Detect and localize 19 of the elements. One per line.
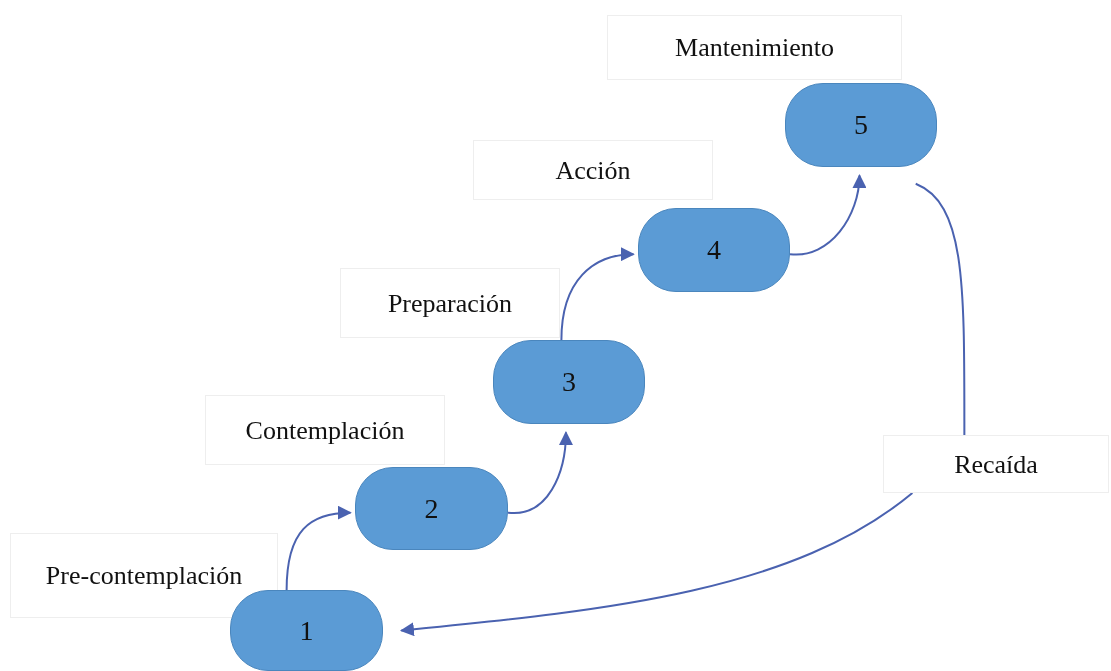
stage-number: 2: [424, 491, 439, 526]
arrow: [789, 174, 866, 256]
label-box: [10, 533, 278, 618]
stage-label: Pre-contemplación: [45, 560, 243, 592]
stage-label: Contemplación: [245, 414, 405, 447]
arrow: [285, 506, 352, 591]
stage-number: 4: [707, 233, 721, 267]
arrow: [399, 492, 914, 637]
stage-label: Acción: [555, 154, 631, 187]
stage-label: Recaída: [954, 448, 1038, 481]
stage-number: 3: [562, 365, 576, 399]
stage-label: Mantenimiento: [675, 32, 834, 64]
arrow: [560, 247, 635, 341]
stage-number: 5: [854, 108, 868, 142]
label-box: [883, 435, 1109, 493]
stage-label: Preparación: [387, 287, 513, 320]
arrow: [507, 431, 573, 514]
label-box: [340, 268, 560, 338]
stage-number: 1: [299, 613, 314, 648]
